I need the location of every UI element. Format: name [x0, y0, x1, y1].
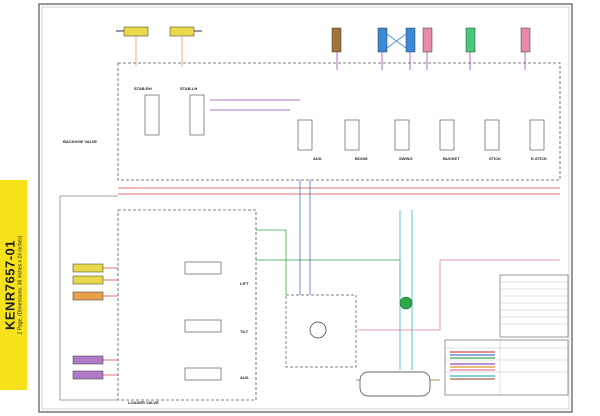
document-side-band — [0, 180, 27, 390]
hydraulic-lines — [59, 36, 560, 401]
label-stick: STICK — [489, 156, 501, 161]
pump-manifold-group — [285, 294, 357, 368]
pressure-gauge — [399, 296, 413, 310]
backhoe-valve-sections — [144, 94, 545, 151]
label-boom: BOOM — [355, 156, 368, 161]
label-backhoe-valve: BACKHOE VALVE — [63, 139, 97, 144]
line-color-legend — [450, 351, 495, 380]
pump-symbol — [309, 321, 327, 339]
hydraulic-tank — [359, 371, 431, 397]
sheet-border — [38, 3, 573, 413]
label-stab-rh: STAB-RH — [134, 86, 152, 91]
stabilizer-cylinders — [116, 26, 202, 37]
label-e-stick: E-STICK — [531, 156, 547, 161]
label-aux: AUX. — [313, 156, 323, 161]
label-stab-lh: STAB-LH — [180, 86, 197, 91]
label-swing: SWING — [399, 156, 413, 161]
sheet-inner-border — [41, 6, 570, 410]
label-bucket: BUCKET — [443, 156, 460, 161]
label-aux-loader: AUX. — [240, 375, 250, 380]
loader-cylinders — [72, 263, 104, 380]
backhoe-valve-group — [117, 62, 561, 181]
loader-valve-sections — [184, 261, 222, 381]
label-lift: LIFT — [240, 281, 249, 286]
label-loader-valve: LOADER VALVE — [128, 400, 159, 405]
boom-swing-cylinders — [331, 27, 531, 53]
loader-valve-group — [117, 209, 257, 401]
title-block — [444, 274, 569, 396]
label-tilt: TILT — [240, 329, 249, 334]
